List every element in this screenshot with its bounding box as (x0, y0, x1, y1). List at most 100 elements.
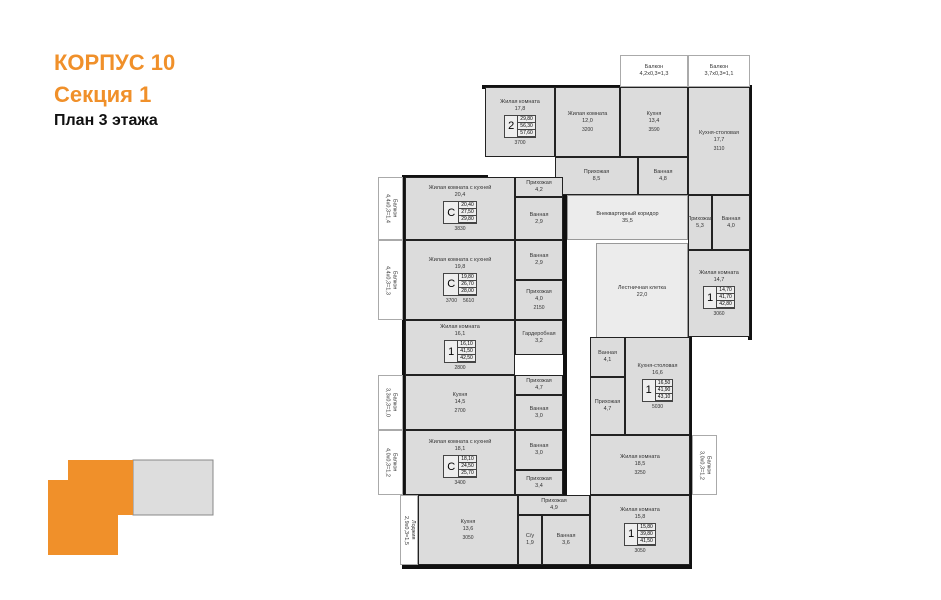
dimension-row: 2150 (533, 305, 544, 311)
room-name: Жилая комната (620, 506, 660, 513)
room-area: 4,9 (550, 505, 558, 511)
apartment-rooms: 1 (445, 341, 459, 362)
key-plan-other (132, 459, 214, 516)
wall (748, 85, 752, 340)
apartment-area: 18,10 (459, 456, 476, 463)
room-name: Жилая комната (567, 111, 608, 117)
room-name: Прихожая (526, 378, 552, 384)
dimension-row: 3050 (634, 548, 645, 554)
apartment-rooms: 2 (505, 115, 519, 137)
apartment-area: 41,50 (458, 348, 475, 355)
building-title: КОРПУС 10 (54, 50, 176, 75)
dimension-label: 3060 (713, 311, 725, 317)
room-name: Жилая комната с кухней (428, 185, 492, 191)
dimension-label: 3050 (634, 547, 646, 554)
dimension-label: 2150 (533, 305, 545, 311)
apartment-area: 42,80 (717, 301, 734, 308)
apartment-area: 41,70 (717, 294, 734, 301)
room-area: 4,4х0,3=1,3 (384, 265, 391, 295)
room-area: 14,5 (454, 398, 466, 405)
room-area: 2,9х0,3=1,5 (403, 515, 409, 545)
room-name: Балкон (391, 199, 398, 218)
dimension-row: 3830 (454, 226, 465, 232)
room-name: Прихожая (526, 475, 552, 482)
apartment-area: 20,40 (459, 202, 476, 209)
room-name: Кухня (460, 519, 476, 525)
room-name: Жилая комната (500, 98, 540, 105)
room-name: Кухня-столовая (637, 362, 678, 369)
room-name: Балкон (391, 270, 398, 290)
room-name: Кухня (452, 391, 468, 398)
room-name: Балкон (644, 64, 664, 70)
room-name: Ванная (529, 211, 549, 218)
apartment-area: 29,80 (518, 115, 535, 123)
dimension-row: 5030 (652, 404, 663, 410)
apartment-area: 29,80 (459, 216, 476, 223)
room-name: Гардеробная (522, 330, 556, 337)
room-name: Жилая комната (440, 324, 480, 330)
room-name: Балкон (705, 455, 712, 475)
apartment-area: 26,70 (459, 280, 476, 288)
apartment-area: 16,10 (458, 341, 475, 348)
room-area: 18,1 (454, 446, 466, 452)
apartment-area: 14,70 (717, 287, 734, 294)
room-name: Лестничная клетка (617, 284, 667, 291)
apartment-area: 19,80 (459, 273, 476, 281)
room-area: 17,7 (713, 137, 725, 143)
room-name: Прихожая (526, 289, 552, 295)
room-name: Ванная (653, 169, 673, 175)
dimension-row: 2800 (454, 365, 465, 371)
room-name: Жилая комната (620, 454, 660, 460)
room-name: Кухня (646, 111, 662, 117)
room-area: 16,6 (652, 369, 663, 376)
room-name: Жилая комната (699, 270, 739, 276)
room-name: Жилая комната с кухней (428, 256, 492, 263)
room-name: Внеквартирный коридор (596, 210, 659, 217)
room-area: 20,4 (454, 192, 466, 198)
dimension-label: 3590 (648, 127, 660, 133)
room-name: Прихожая (594, 399, 621, 405)
room-area: 2,9 (535, 218, 543, 225)
room-name: Балкон (391, 393, 398, 412)
room-name: Прихожая (526, 180, 552, 186)
apartment-rooms: 1 (704, 287, 718, 308)
apartment-area: 24,50 (459, 463, 476, 470)
